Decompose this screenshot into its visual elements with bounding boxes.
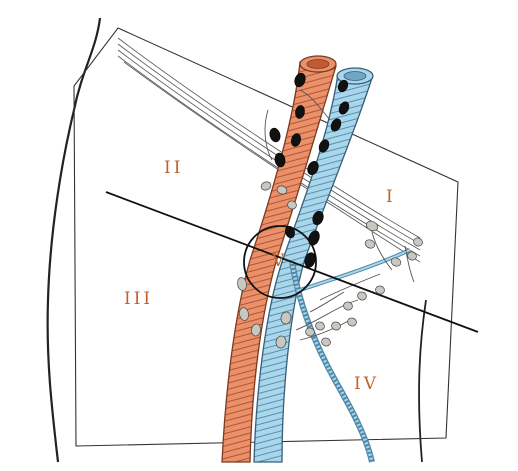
inguinal-ligament	[117, 37, 421, 263]
region-v-circle	[243, 225, 317, 299]
region-label-v: V	[271, 251, 287, 271]
region-label-iii: III	[124, 289, 153, 309]
deep-lymph-nodes	[269, 72, 350, 268]
lymphatic-vessels	[264, 89, 415, 341]
region-label-ii: II	[164, 158, 183, 178]
femoral-artery	[221, 61, 337, 463]
region-label-i: I	[386, 187, 396, 207]
division-line-upper	[105, 191, 479, 333]
region-label-iv: IV	[354, 374, 379, 394]
body-contour-right	[418, 299, 427, 463]
femoral-vein	[253, 73, 373, 463]
superficial-lymph-nodes	[237, 181, 423, 349]
body-contour-left	[46, 17, 102, 463]
